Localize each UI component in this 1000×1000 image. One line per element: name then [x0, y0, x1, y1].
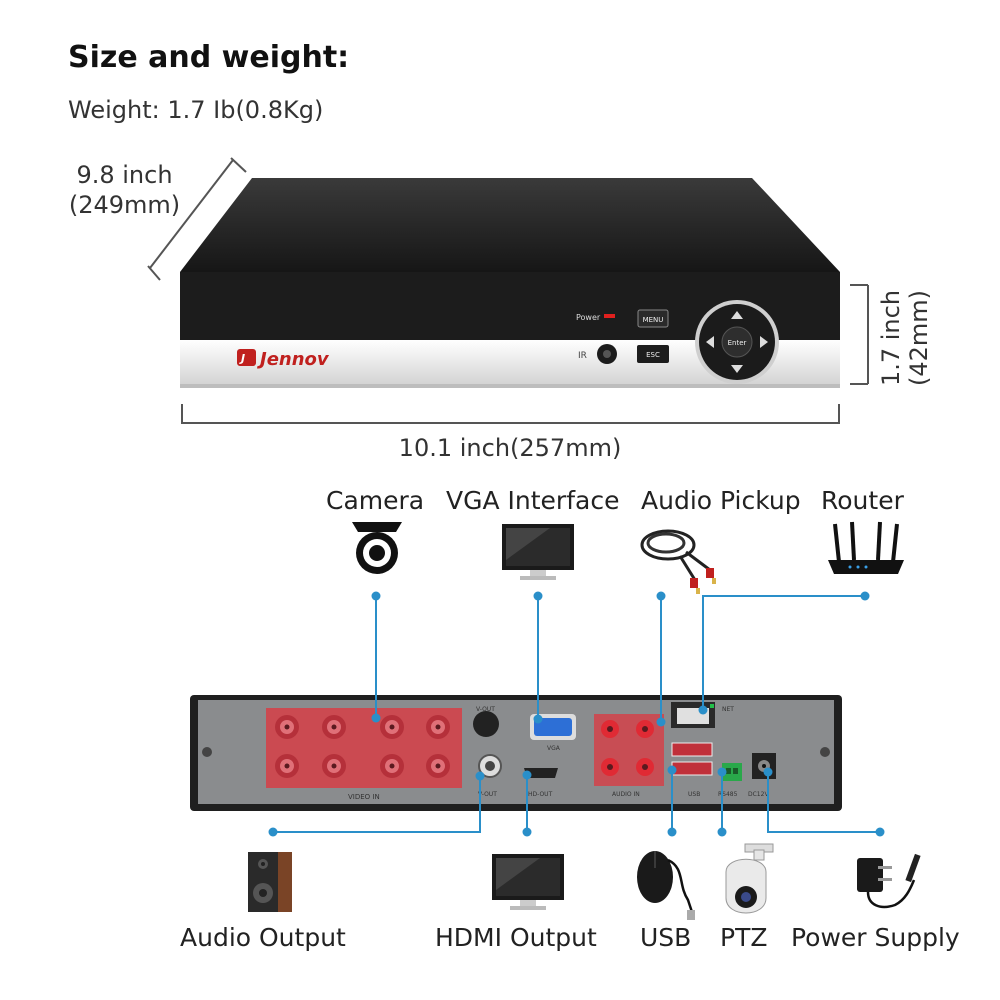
label-power-supply: Power Supply: [791, 923, 960, 952]
power-label: Power: [576, 313, 601, 322]
bnc-port: [322, 715, 346, 739]
brand-name: Jennov: [257, 349, 330, 370]
label-camera: Camera: [326, 486, 425, 515]
width-line: [181, 404, 840, 424]
menu-label: MENU: [643, 316, 664, 324]
bnc-port: [426, 754, 450, 778]
label-audio-output: Audio Output: [180, 923, 346, 952]
speaker-icon: [248, 852, 292, 912]
arrow-down-icon[interactable]: [731, 365, 743, 373]
usb-port: [671, 742, 713, 757]
hdmi-port: [524, 768, 558, 778]
front-dvr-illustration: J Jennov Power MENU IR ESC Enter: [147, 157, 869, 424]
bnc-port: [275, 754, 299, 778]
bnc-port: [275, 715, 299, 739]
depth-mm: (249mm): [68, 191, 181, 219]
label-ptz: PTZ: [720, 923, 768, 952]
label-hdmi-output: HDMI Output: [435, 923, 597, 952]
label-usb: USB: [640, 923, 692, 952]
ir-label: IR: [578, 351, 587, 361]
arrow-right-icon[interactable]: [760, 336, 768, 348]
vga-label: VGA: [547, 745, 561, 752]
esc-button[interactable]: [637, 345, 669, 363]
rca-port: [601, 758, 619, 776]
hd-out-label: HD-OUT: [528, 791, 553, 798]
enter-label: Enter: [728, 339, 747, 347]
video-in-ports: VIDEO IN: [266, 708, 462, 801]
audio-in-ports: AUDIO IN: [594, 714, 664, 798]
page-title: Size and weight:: [68, 40, 350, 75]
usb-port-label: USB: [688, 791, 700, 798]
lan-port: [671, 702, 715, 728]
net-label: NET: [722, 706, 734, 713]
mouse-icon: [637, 851, 695, 920]
power-adapter-icon: [857, 853, 921, 909]
menu-button[interactable]: [637, 309, 669, 328]
bnc-port: [322, 754, 346, 778]
camera-icon: [352, 522, 402, 574]
leader-lines: [273, 595, 880, 833]
weight-text: Weight: 1.7 Ib(0.8Kg): [68, 96, 324, 124]
width-dimension: 10.1 inch(257mm): [398, 434, 622, 462]
v-out-port: [478, 754, 502, 778]
label-audio-pickup: Audio Pickup: [641, 486, 801, 515]
v-out-top-label: V-OUT: [476, 706, 495, 713]
dc12v-label: DC12V: [748, 791, 769, 798]
vga-port-frame: [530, 714, 576, 740]
depth-inch: 9.8 inch: [76, 161, 173, 189]
usb-port: [671, 761, 713, 776]
enter-button[interactable]: [721, 326, 753, 358]
rca-port: [636, 720, 654, 738]
video-in-label: VIDEO IN: [348, 793, 380, 801]
fan-vent: [473, 711, 499, 737]
dvr-top-surface: [180, 178, 840, 272]
audio-in-label: AUDIO IN: [612, 791, 640, 798]
vga-port: [534, 718, 572, 736]
rs485-port: [722, 763, 742, 781]
router-icon: [828, 521, 904, 574]
rca-port: [601, 720, 619, 738]
height-line: [850, 284, 869, 385]
v-out-label: V-OUT: [478, 791, 497, 798]
brand-logo: J Jennov: [237, 349, 330, 370]
esc-label: ESC: [646, 351, 660, 359]
ptz-camera-icon: [725, 843, 774, 914]
depth-line: [147, 157, 247, 281]
bnc-port: [426, 715, 450, 739]
label-router: Router: [821, 486, 904, 515]
power-led: [604, 314, 615, 318]
connection-dots: [268, 591, 885, 837]
brand-logo-icon: [237, 349, 256, 366]
hdmi-monitor-icon: [492, 854, 564, 910]
bnc-port: [380, 754, 404, 778]
rca-port: [636, 758, 654, 776]
rs485-label: RS485: [718, 791, 738, 798]
monitor-icon: [502, 524, 574, 580]
arrow-left-icon[interactable]: [706, 336, 714, 348]
depth-dimension: 9.8 inch (249mm): [62, 160, 187, 220]
rear-panel: VIDEO IN V-OUT V-OUT VGA HD-OUT AUDIO IN…: [190, 695, 842, 811]
arrow-up-icon[interactable]: [731, 311, 743, 319]
navigation-pad[interactable]: Enter: [695, 300, 779, 384]
svg-text:J: J: [239, 352, 245, 365]
audio-cable-icon: [640, 529, 716, 594]
bnc-port: [380, 715, 404, 739]
label-vga-interface: VGA Interface: [446, 486, 620, 515]
dc-power-port: [752, 753, 776, 779]
